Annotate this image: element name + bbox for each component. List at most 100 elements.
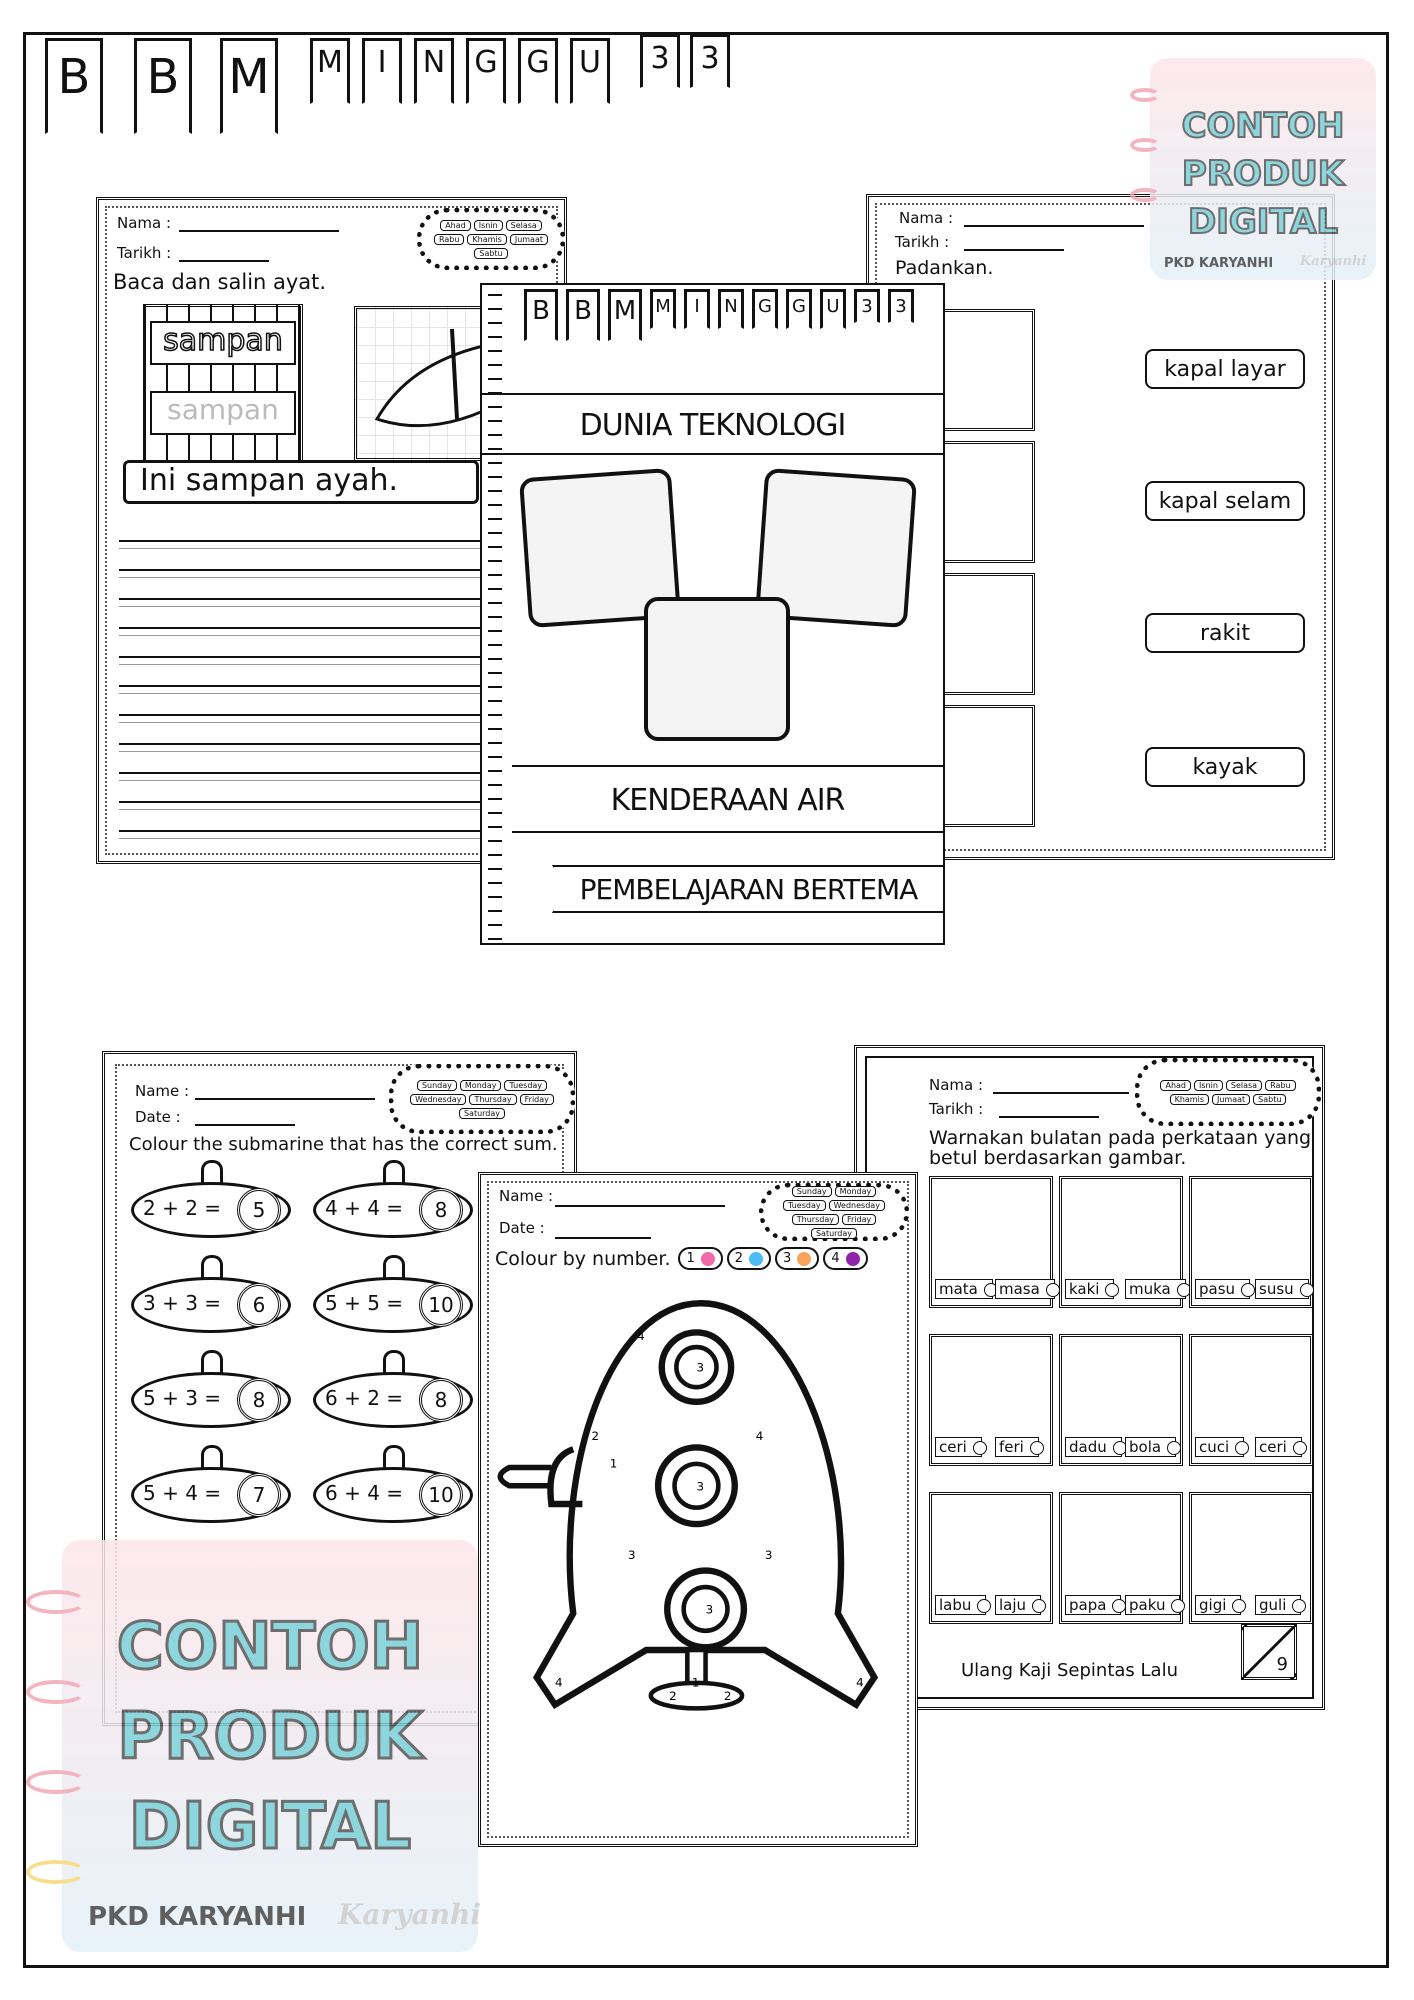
word-option[interactable]: mata — [935, 1279, 998, 1299]
submarine-item[interactable]: 5 + 3 =8 — [121, 1344, 293, 1430]
colour-key-item: 4 — [823, 1247, 868, 1270]
word-option[interactable]: laju — [995, 1595, 1047, 1615]
cover-page: B B M M I N G G U 3 3 DUNIA TEKNOLOGI KE… — [480, 283, 945, 945]
word-box: sampan sampan — [143, 304, 303, 464]
raft-card — [644, 597, 790, 741]
instruction: Warnakan bulatan pada perkataan yang bet… — [929, 1127, 1312, 1169]
instruction: Padankan. — [895, 257, 994, 279]
name-label: Name : — [135, 1082, 190, 1100]
region-number: 3 — [696, 1479, 704, 1493]
date-label: Date : — [499, 1219, 545, 1237]
cover-topic: KENDERAAN AIR — [512, 765, 943, 833]
picture-cell: gigi guli — [1189, 1492, 1313, 1624]
spiral-binding — [488, 285, 502, 943]
sentence: Ini sampan ayah. — [123, 460, 479, 504]
score-box: 9 — [1241, 1624, 1297, 1680]
date-label: Tarikh : — [895, 233, 950, 251]
submarine-item[interactable]: 3 + 3 =6 — [121, 1249, 293, 1335]
word-option[interactable]: muka — [1125, 1279, 1191, 1299]
colour-swatch — [797, 1251, 812, 1266]
word-option[interactable]: guli — [1255, 1595, 1307, 1615]
region-number: 3 — [628, 1548, 636, 1562]
date-label: Date : — [135, 1108, 181, 1126]
name-label: Nama : — [899, 209, 954, 227]
word-option[interactable]: susu — [1255, 1279, 1314, 1299]
name-label: Nama : — [117, 214, 172, 232]
submarine-item[interactable]: 4 + 4 =8 — [303, 1154, 475, 1240]
colour-swatch — [845, 1251, 860, 1266]
region-number: 2 — [669, 1689, 677, 1703]
colour-key-item: 3 — [775, 1247, 820, 1270]
match-word[interactable]: kayak — [1145, 747, 1305, 787]
word-option[interactable]: labu — [935, 1595, 992, 1615]
region-number: 3 — [706, 1603, 714, 1617]
watermark-top: CONTOH PRODUK DIGITAL PKD KARYANHI Karya… — [1130, 58, 1376, 280]
name-label: Name : — [499, 1187, 554, 1205]
match-word[interactable]: kapal selam — [1145, 481, 1305, 521]
instruction: Colour the submarine that has the correc… — [129, 1134, 558, 1155]
date-label: Tarikh : — [117, 244, 172, 262]
region-number: 2 — [592, 1429, 600, 1443]
sheet-border — [23, 32, 1389, 1968]
title-letter: M — [220, 38, 278, 134]
submarine-item[interactable]: 5 + 4 =7 — [121, 1439, 293, 1525]
word-option[interactable]: bola — [1125, 1437, 1182, 1457]
word-option[interactable]: kaki — [1065, 1279, 1120, 1299]
word-option[interactable]: ceri — [935, 1437, 987, 1457]
colour-key-item: 2 — [726, 1247, 772, 1270]
region-number: 3 — [696, 1361, 704, 1375]
region-number: 3 — [765, 1548, 773, 1562]
word-option[interactable]: pasu — [1195, 1279, 1256, 1299]
date-label: Tarikh : — [929, 1100, 984, 1118]
region-number: 4 — [555, 1676, 563, 1690]
word-option[interactable]: papa — [1065, 1595, 1127, 1615]
word-option[interactable]: cuci — [1195, 1437, 1250, 1457]
word-option[interactable]: masa — [995, 1279, 1060, 1299]
submarine-item[interactable]: 6 + 2 =8 — [303, 1344, 475, 1430]
region-number: 1 — [692, 1676, 700, 1690]
colour-key-item: 1 — [678, 1247, 723, 1270]
region-number: 4 — [856, 1676, 864, 1690]
region-number: 4 — [756, 1429, 764, 1443]
footer-title: Ulang Kaji Sepintas Lalu — [961, 1660, 1178, 1681]
region-number: 1 — [610, 1457, 618, 1471]
instruction: Baca dan salin ayat. — [113, 270, 327, 294]
word-trace: sampan — [150, 391, 296, 435]
match-word[interactable]: rakit — [1145, 613, 1305, 653]
word-outline: sampan — [150, 321, 296, 365]
name-label: Nama : — [929, 1076, 984, 1094]
picture-cell: ceri feri — [929, 1334, 1053, 1466]
word-option[interactable]: feri — [995, 1437, 1044, 1457]
word-option[interactable]: paku — [1125, 1595, 1186, 1615]
colour-swatch — [700, 1251, 715, 1266]
instruction: Colour by number. — [495, 1247, 671, 1270]
submarine-item[interactable]: 2 + 2 =5 — [121, 1154, 293, 1240]
submarine-item[interactable]: 5 + 5 =10 — [303, 1249, 475, 1335]
region-number: 2 — [724, 1689, 732, 1703]
cover-theme: DUNIA TEKNOLOGI — [482, 393, 943, 455]
cover-subtitle: PEMBELAJARAN BERTEMA — [552, 865, 943, 913]
submarine-item[interactable]: 6 + 4 =10 — [303, 1439, 475, 1525]
word-option[interactable]: dadu — [1065, 1437, 1127, 1457]
region-number: 4 — [637, 1329, 645, 1343]
word-option[interactable]: gigi — [1195, 1595, 1247, 1615]
match-word[interactable]: kapal layar — [1145, 349, 1305, 389]
word-option[interactable]: ceri — [1255, 1437, 1307, 1457]
writing-lines[interactable] — [119, 520, 499, 850]
colour-swatch — [749, 1251, 764, 1266]
watermark-bottom: CONTOH PRODUK DIGITAL PKD KARYANHI Karya… — [26, 1540, 481, 1952]
